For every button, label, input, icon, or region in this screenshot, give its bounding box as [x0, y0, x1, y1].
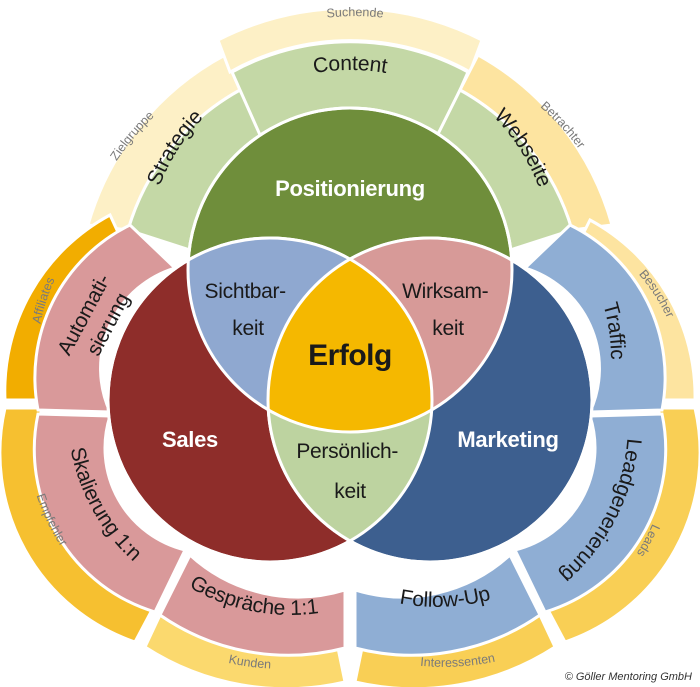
label-marketing: Marketing — [457, 427, 558, 452]
venn-outlines — [106, 106, 594, 564]
ring-segment-follow-up — [353, 552, 542, 657]
label-suchende: Suchende — [326, 5, 384, 21]
label-wirksamkeit: Wirksam- keit — [402, 280, 494, 340]
label-persoenlichkeit: Persönlich- keit — [296, 440, 403, 503]
ring-segment-skalierung — [32, 412, 188, 614]
ring-segment-gespraeche — [158, 552, 347, 657]
label-sales: Sales — [162, 427, 218, 452]
label-erfolg: Erfolg — [308, 339, 392, 372]
label-sichtbarkeit: Sichtbar- keit — [205, 280, 292, 340]
overlap-erfolg — [268, 238, 432, 432]
label-content: Content — [312, 52, 390, 78]
label-follow-up: Follow-Up — [398, 582, 492, 612]
copyright-notice: © Göller Mentoring GmbH — [564, 671, 692, 683]
label-kunden: Kunden — [227, 652, 271, 671]
ring-segment-leadgenerierung — [512, 412, 668, 614]
label-positionierung: Positionierung — [275, 176, 425, 201]
